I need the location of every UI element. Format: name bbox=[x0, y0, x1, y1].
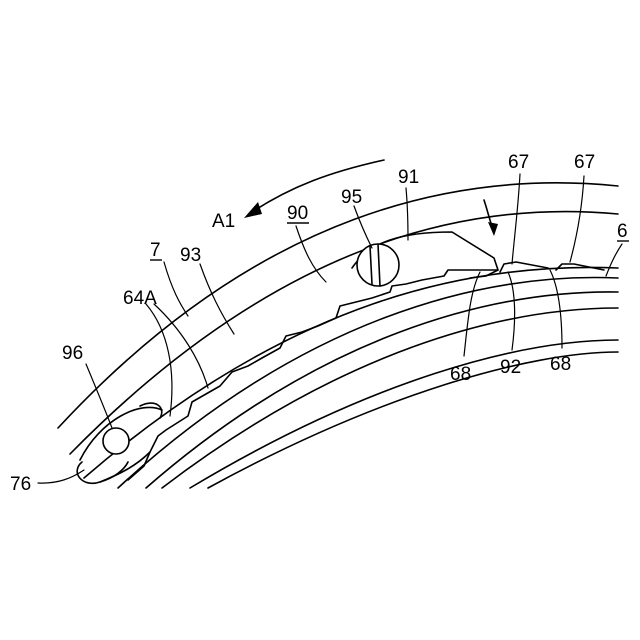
leader-67b bbox=[570, 176, 584, 262]
label-90: 90 bbox=[287, 203, 308, 224]
label-68-a: 68 bbox=[450, 364, 471, 385]
tooth-profile bbox=[128, 270, 498, 480]
a1-arrow-head bbox=[244, 202, 262, 218]
label-96: 96 bbox=[62, 343, 83, 364]
leader-95 bbox=[354, 206, 372, 248]
label-7: 7 bbox=[150, 240, 161, 261]
ring-arcs bbox=[58, 183, 618, 488]
a1-arrow-stem bbox=[252, 160, 384, 212]
pin-95 bbox=[357, 244, 399, 286]
label-91: 91 bbox=[398, 167, 419, 188]
leader-68a bbox=[464, 272, 480, 356]
leader-7 bbox=[164, 262, 188, 316]
leader-91 bbox=[406, 188, 408, 240]
tooth-row bbox=[128, 262, 604, 480]
leader-6 bbox=[606, 244, 622, 276]
label-6: 6 bbox=[617, 221, 628, 242]
label-95: 95 bbox=[341, 187, 362, 208]
leader-67a bbox=[512, 174, 520, 264]
label-93: 93 bbox=[180, 245, 201, 266]
pin-96-circle bbox=[103, 428, 129, 454]
rotation-arrow-head bbox=[488, 222, 498, 236]
leader-64a-1 bbox=[146, 304, 172, 416]
label-a1: A1 bbox=[212, 211, 235, 232]
label-76: 76 bbox=[10, 474, 31, 495]
label-67-b: 67 bbox=[574, 152, 595, 173]
leader-68b bbox=[550, 270, 562, 348]
ring-6-arc-2 bbox=[146, 292, 618, 488]
label-92: 92 bbox=[500, 357, 521, 378]
ring-6-arc-1 bbox=[118, 278, 618, 488]
label-64a: 64A bbox=[123, 288, 157, 309]
left-slot-group bbox=[77, 403, 162, 483]
direction-arrow-a1 bbox=[244, 160, 384, 218]
label-67-a: 67 bbox=[508, 152, 529, 173]
slot-cap bbox=[140, 403, 162, 418]
label-68-b: 68 bbox=[550, 354, 571, 375]
